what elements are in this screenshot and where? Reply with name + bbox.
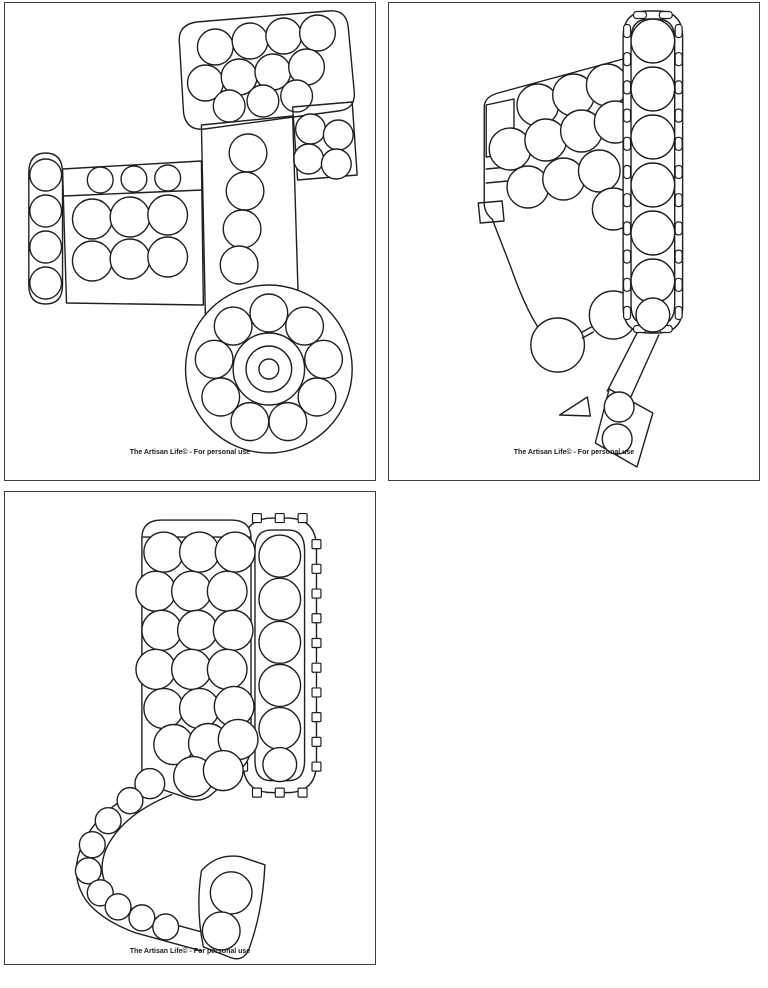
page-crane-truck: The Artisan Life© - For personal use [388, 2, 760, 481]
page-dump-truck: The Artisan Life© - For personal use [4, 2, 376, 481]
crane-truck-dot-marker-art [477, 10, 684, 468]
page-footer: The Artisan Life© - For personal use [513, 449, 635, 456]
page-footer: The Artisan Life© - For personal use [129, 449, 251, 456]
page-footer: The Artisan Life© - For personal use [129, 948, 251, 955]
dump-truck-dot-marker-art [28, 10, 358, 454]
excavator-dot-marker-art [74, 512, 322, 960]
page-excavator: The Artisan Life© - For personal use [4, 491, 376, 965]
